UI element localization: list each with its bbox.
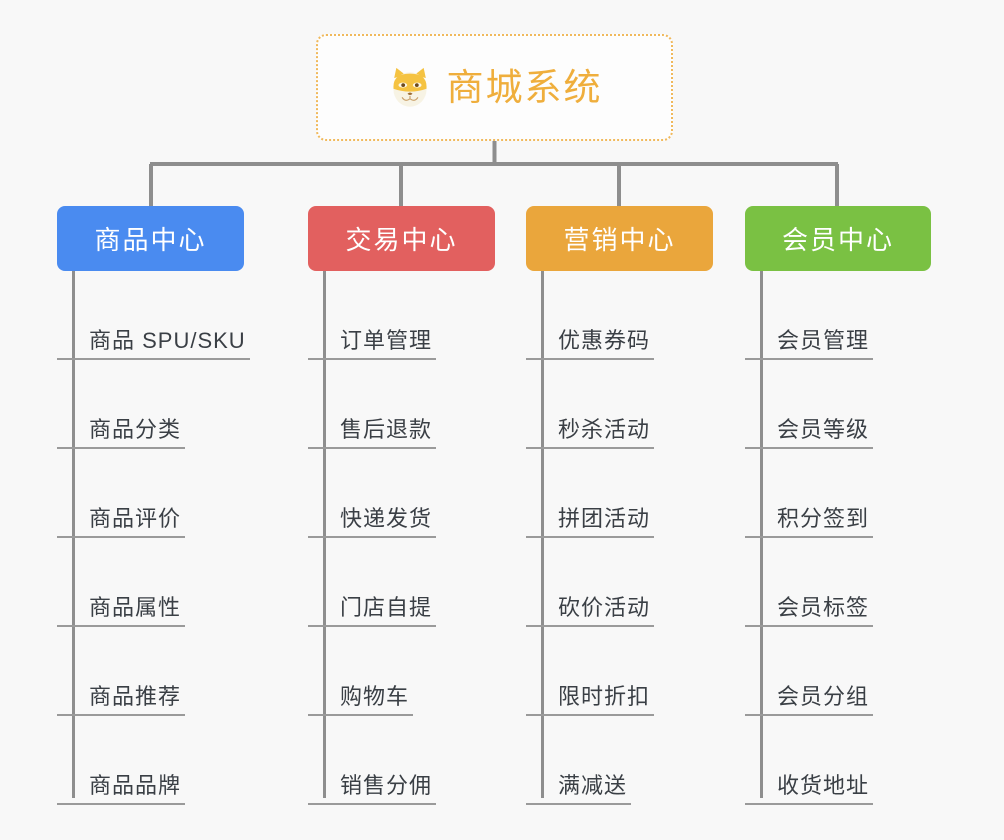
leaf-label: 限时折扣 (526, 684, 655, 716)
leaf-label: 会员等级 (745, 417, 874, 449)
leaf-node[interactable]: 售后退款 (308, 360, 495, 449)
leaf-label: 会员管理 (745, 328, 874, 360)
category-label: 商品中心 (94, 225, 207, 255)
category-label: 会员中心 (781, 225, 894, 255)
leaf-label: 商品 SPU/SKU (57, 328, 250, 360)
leaf-node[interactable]: 商品分类 (57, 360, 244, 449)
leaf-node[interactable]: 门店自提 (308, 538, 495, 627)
leaf-list: 会员管理会员等级积分签到会员标签会员分组收货地址 (745, 271, 931, 805)
leaf-node[interactable]: 快递发货 (308, 449, 495, 538)
leaf-label: 积分签到 (745, 506, 874, 538)
category-node[interactable]: 会员中心 (745, 206, 931, 271)
leaf-node[interactable]: 商品品牌 (57, 716, 244, 805)
root-node[interactable]: 商城系统 (316, 34, 673, 141)
leaf-node[interactable]: 积分签到 (745, 449, 931, 538)
category-node[interactable]: 商品中心 (57, 206, 244, 271)
leaf-list: 优惠券码秒杀活动拼团活动砍价活动限时折扣满减送 (526, 271, 713, 805)
leaf-node[interactable]: 商品属性 (57, 538, 244, 627)
leaf-node[interactable]: 商品推荐 (57, 627, 244, 716)
leaf-node[interactable]: 订单管理 (308, 271, 495, 360)
leaf-label: 订单管理 (308, 328, 437, 360)
leaf-label: 商品推荐 (57, 684, 186, 716)
leaf-label: 满减送 (526, 773, 632, 805)
leaf-node[interactable]: 会员标签 (745, 538, 931, 627)
leaf-node[interactable]: 拼团活动 (526, 449, 713, 538)
leaf-node[interactable]: 满减送 (526, 716, 713, 805)
leaf-node[interactable]: 商品 SPU/SKU (57, 271, 250, 360)
branch-trunk-line (323, 271, 326, 798)
branch-column-3: 营销中心优惠券码秒杀活动拼团活动砍价活动限时折扣满减送 (526, 206, 713, 805)
branch-trunk-line (541, 271, 544, 798)
leaf-node[interactable]: 限时折扣 (526, 627, 713, 716)
leaf-list: 订单管理售后退款快递发货门店自提购物车销售分佣 (308, 271, 495, 805)
category-node[interactable]: 营销中心 (526, 206, 713, 271)
leaf-node[interactable]: 会员等级 (745, 360, 931, 449)
leaf-node[interactable]: 砍价活动 (526, 538, 713, 627)
leaf-label: 售后退款 (308, 417, 437, 449)
leaf-label: 商品分类 (57, 417, 186, 449)
leaf-label: 会员标签 (745, 595, 874, 627)
leaf-label: 购物车 (308, 684, 414, 716)
leaf-node[interactable]: 秒杀活动 (526, 360, 713, 449)
leaf-label: 砍价活动 (526, 595, 655, 627)
root-title: 商城系统 (446, 67, 603, 108)
leaf-label: 优惠券码 (526, 328, 655, 360)
category-label: 营销中心 (563, 225, 676, 255)
leaf-label: 门店自提 (308, 595, 437, 627)
leaf-label: 快递发货 (308, 506, 437, 538)
leaf-node[interactable]: 优惠券码 (526, 271, 713, 360)
leaf-label: 会员分组 (745, 684, 874, 716)
leaf-node[interactable]: 购物车 (308, 627, 495, 716)
leaf-label: 收货地址 (745, 773, 874, 805)
category-node[interactable]: 交易中心 (308, 206, 495, 271)
branch-trunk-line (760, 271, 763, 798)
leaf-node[interactable]: 会员管理 (745, 271, 931, 360)
leaf-node[interactable]: 销售分佣 (308, 716, 495, 805)
branch-column-4: 会员中心会员管理会员等级积分签到会员标签会员分组收货地址 (745, 206, 931, 805)
leaf-label: 销售分佣 (308, 773, 437, 805)
leaf-label: 秒杀活动 (526, 417, 655, 449)
branch-column-2: 交易中心订单管理售后退款快递发货门店自提购物车销售分佣 (308, 206, 495, 805)
leaf-node[interactable]: 会员分组 (745, 627, 931, 716)
branch-column-1: 商品中心商品 SPU/SKU 商品分类商品评价商品属性商品推荐商品品牌 (57, 206, 250, 805)
category-label: 交易中心 (345, 225, 458, 255)
leaf-node[interactable]: 收货地址 (745, 716, 931, 805)
shiba-dog-icon (392, 67, 427, 107)
leaf-list: 商品 SPU/SKU 商品分类商品评价商品属性商品推荐商品品牌 (57, 271, 250, 805)
leaf-label: 商品品牌 (57, 773, 186, 805)
leaf-node[interactable]: 商品评价 (57, 449, 244, 538)
leaf-label: 商品属性 (57, 595, 186, 627)
branch-trunk-line (72, 271, 75, 798)
leaf-label: 商品评价 (57, 506, 186, 538)
leaf-label: 拼团活动 (526, 506, 655, 538)
